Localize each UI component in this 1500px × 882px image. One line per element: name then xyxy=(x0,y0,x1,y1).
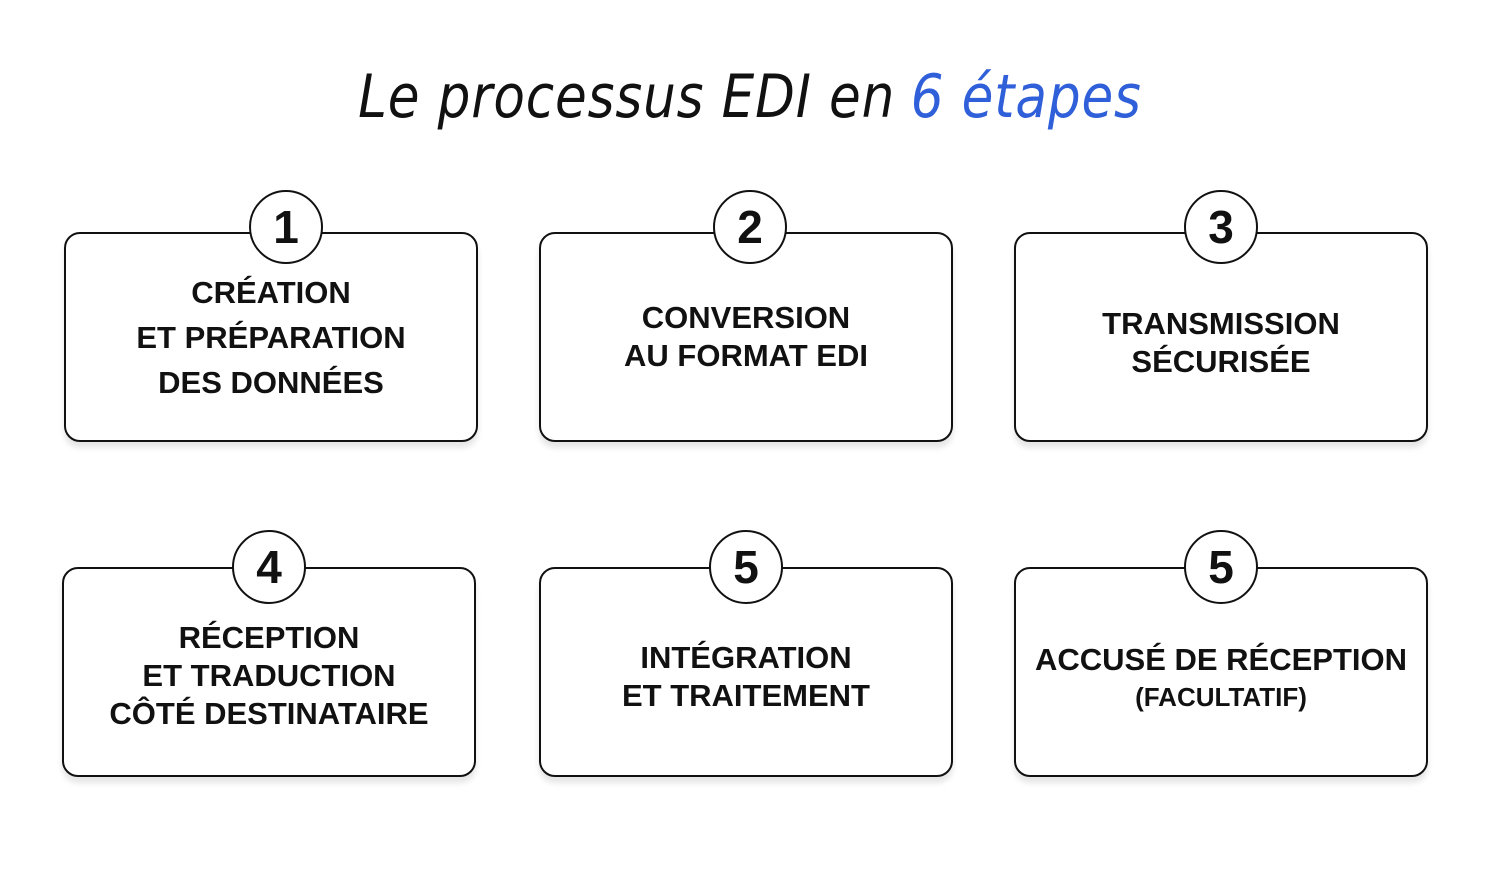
title-main: Le processus EDI en xyxy=(358,62,896,132)
step-2-line-2: AU FORMAT EDI xyxy=(624,338,868,373)
step-1-line-2: ET PRÉPARATION xyxy=(136,319,406,355)
step-3-line-1: TRANSMISSION xyxy=(1102,306,1340,341)
step-badge-3: 3 xyxy=(1184,190,1258,264)
step-1-line-1: CRÉATION xyxy=(191,274,351,310)
step-4-line-3: CÔTÉ DESTINATAIRE xyxy=(109,696,429,731)
step-badge-5: 5 xyxy=(709,530,783,604)
step-6-line-1: ACCUSÉ DE RÉCEPTION xyxy=(1034,642,1408,677)
step-1-text: CRÉATION ET PRÉPARATION DES DONNÉES xyxy=(66,234,476,440)
step-card-2: CONVERSION AU FORMAT EDI xyxy=(539,232,953,442)
step-6-text: ACCUSÉ DE RÉCEPTION (FACULTATIF) xyxy=(1016,569,1426,775)
step-2-line-1: CONVERSION xyxy=(641,300,851,335)
step-card-1: CRÉATION ET PRÉPARATION DES DONNÉES xyxy=(64,232,478,442)
step-badge-4: 4 xyxy=(232,530,306,604)
step-4-line-2: ET TRADUCTION xyxy=(142,658,396,693)
step-5-line-2: ET TRAITEMENT xyxy=(622,678,870,713)
step-badge-2: 2 xyxy=(713,190,787,264)
step-3-text: TRANSMISSION SÉCURISÉE xyxy=(1016,234,1426,440)
step-3-line-2: SÉCURISÉE xyxy=(1131,344,1311,379)
step-2-text: CONVERSION AU FORMAT EDI xyxy=(541,234,951,440)
step-4-line-1: RÉCEPTION xyxy=(178,620,360,655)
step-5-text: INTÉGRATION ET TRAITEMENT xyxy=(541,569,951,775)
step-6-line-2: (FACULTATIF) xyxy=(1135,682,1307,712)
step-badge-1: 1 xyxy=(249,190,323,264)
step-1-line-3: DES DONNÉES xyxy=(158,364,384,400)
title-accent: 6 étapes xyxy=(910,62,1142,132)
step-badge-6: 5 xyxy=(1184,530,1258,604)
step-5-line-1: INTÉGRATION xyxy=(640,640,852,675)
step-card-5: INTÉGRATION ET TRAITEMENT xyxy=(539,567,953,777)
step-4-text: RÉCEPTION ET TRADUCTION CÔTÉ DESTINATAIR… xyxy=(64,569,474,775)
